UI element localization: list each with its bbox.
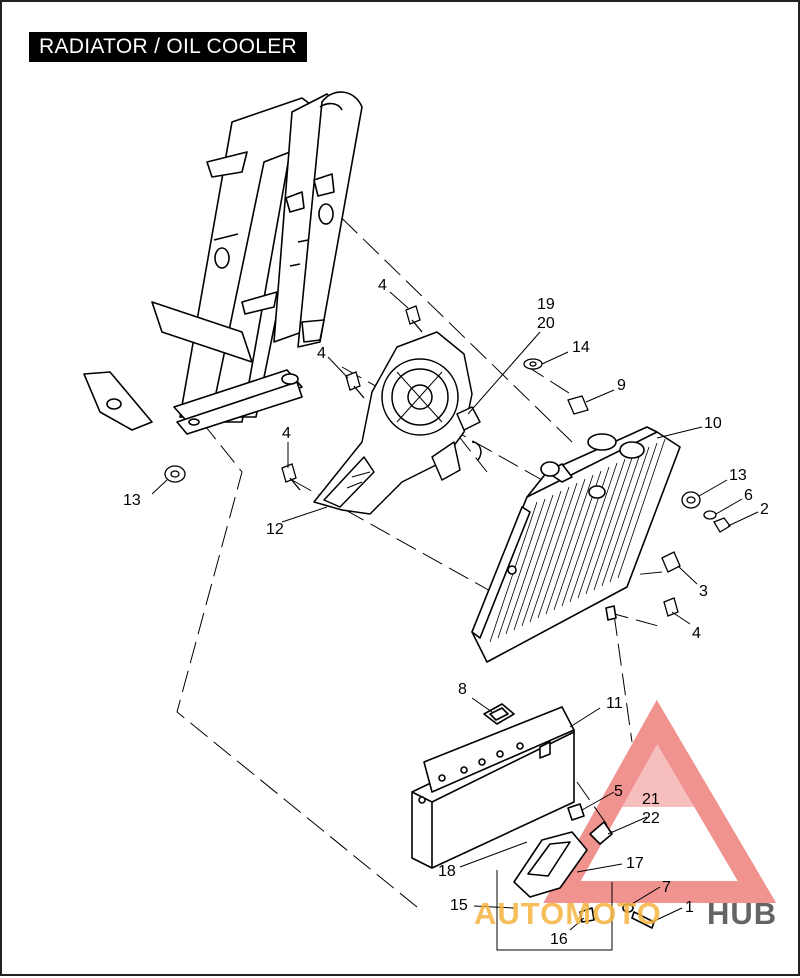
oil-cooler-bracket — [411, 703, 655, 951]
callout-20: 20 — [537, 315, 555, 332]
callout-10: 10 — [704, 415, 722, 432]
callout-4-left: 4 — [317, 345, 326, 362]
callout-leaders — [151, 291, 759, 931]
radiator — [471, 426, 681, 663]
callout-7: 7 — [662, 879, 671, 896]
callout-8: 8 — [458, 681, 467, 698]
callout-14: 14 — [572, 339, 590, 356]
watermark-text-left: AUTOMOTO — [474, 896, 662, 931]
callout-22: 22 — [642, 810, 660, 827]
callout-21: 21 — [642, 791, 660, 808]
callout-13-right: 13 — [729, 467, 747, 484]
callout-6: 6 — [744, 487, 753, 504]
callout-9: 9 — [617, 377, 626, 394]
fasteners — [164, 305, 731, 617]
callout-15: 15 — [450, 897, 468, 914]
watermark-text: AUTOMOTO HUB — [474, 896, 777, 931]
callout-labels: 19 20 4 4 14 9 10 4 13 6 2 13 12 3 4 8 1… — [123, 277, 769, 948]
callout-17: 17 — [626, 855, 644, 872]
callout-4-lower-left: 4 — [282, 425, 291, 442]
callout-3: 3 — [699, 583, 708, 600]
callout-4-top: 4 — [378, 277, 387, 294]
callout-18: 18 — [438, 863, 456, 880]
fan-shroud — [313, 331, 482, 515]
callout-2: 2 — [760, 501, 769, 518]
callout-19: 19 — [537, 296, 555, 313]
page-title: RADIATOR / OIL COOLER — [29, 32, 307, 62]
watermark-logo-icon — [543, 699, 777, 903]
callout-4-right: 4 — [692, 625, 701, 642]
callout-5: 5 — [614, 783, 623, 800]
callout-13-left: 13 — [123, 492, 141, 509]
watermark-text-right: HUB — [707, 896, 777, 931]
callout-16: 16 — [550, 931, 568, 948]
callout-11: 11 — [606, 695, 623, 712]
callout-1: 1 — [685, 899, 694, 916]
callout-12: 12 — [266, 521, 284, 538]
frame-chassis — [83, 91, 363, 435]
